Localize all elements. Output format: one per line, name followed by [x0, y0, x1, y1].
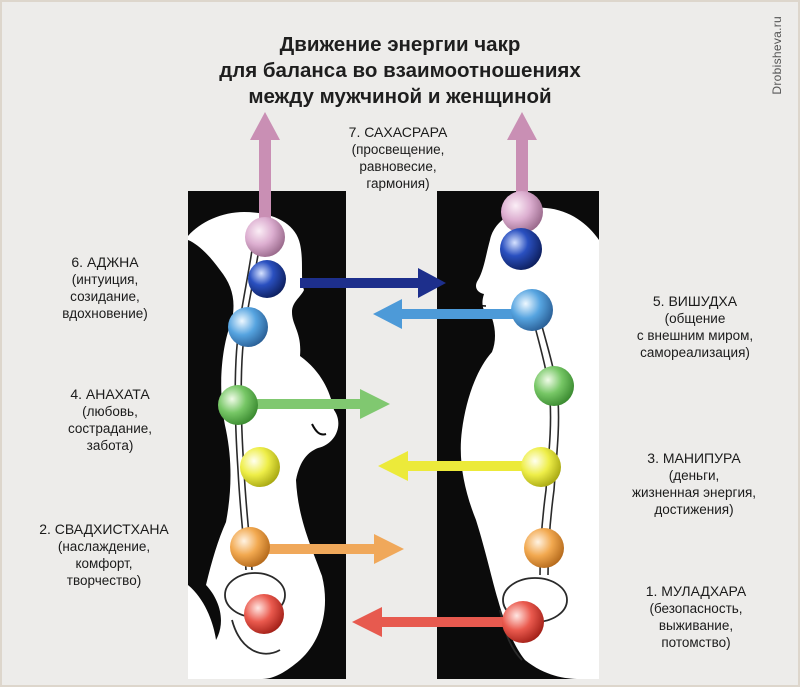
ajna-desc-2: созидание,: [70, 289, 140, 304]
muladhara-label: 1. МУЛАДХАРА (безопасность, выживание, п…: [612, 583, 780, 651]
svadhisthana-arrow: [250, 534, 404, 564]
vishuddha-name: 5. ВИШУДХА: [652, 293, 738, 309]
muladhara-desc-2: выживание,: [658, 618, 734, 633]
ajna-desc-3: вдохновение): [62, 306, 148, 321]
muladhara-desc-1: (безопасность,: [649, 601, 743, 616]
svadhisthana-desc-2: комфорт,: [75, 556, 133, 571]
manipura-desc-1: (деньги,: [668, 468, 720, 483]
sahasrara-desc-3: гармония): [366, 176, 430, 191]
muladhara-name: 1. МУЛАДХАРА: [645, 583, 747, 599]
anahata-desc-3: забота): [86, 438, 134, 453]
title-line-1: Движение энергии чакр: [279, 33, 521, 56]
manipura-label: 3. МАНИПУРА (деньги, жизненная энергия, …: [608, 450, 780, 518]
man-sahasrara-ball: [501, 191, 543, 233]
man-muladhara-ball: [502, 601, 544, 643]
sahasrara-arrow-left: [250, 112, 280, 225]
woman-muladhara-ball: [244, 594, 284, 634]
woman-ajna-ball: [248, 260, 286, 298]
vishuddha-desc-1: (общение: [664, 311, 726, 326]
svadhisthana-label: 2. СВАДХИСТХАНА (наслаждение, комфорт, т…: [18, 521, 190, 589]
man-ajna-ball: [500, 228, 542, 270]
anahata-desc-1: (любовь,: [82, 404, 138, 419]
man-anahata-ball: [534, 366, 574, 406]
diagram-title: Движение энергии чакр для баланса во вза…: [170, 32, 630, 110]
manipura-arrow: [378, 451, 536, 481]
svadhisthana-desc-3: творчество): [66, 573, 142, 588]
woman-navel-line: [311, 423, 327, 436]
vishuddha-desc-3: самореализация): [640, 345, 750, 360]
man-manipura-ball: [521, 447, 561, 487]
woman-svadhisthana-ball: [230, 527, 270, 567]
ajna-name: 6. АДЖНА: [71, 254, 139, 270]
sahasrara-desc-2: равновесие,: [359, 159, 437, 174]
svadhisthana-desc-1: (наслаждение,: [57, 539, 151, 554]
ajna-arrow: [300, 268, 446, 298]
vishuddha-arrow: [373, 299, 524, 329]
manipura-desc-3: достижения): [654, 502, 734, 517]
woman-sahasrara-ball: [245, 217, 285, 257]
vishuddha-desc-2: с внешним миром,: [636, 328, 754, 343]
sahasrara-name: 7. САХАСРАРА: [348, 124, 448, 140]
sahasrara-label: 7. САХАСРАРА (просвещение, равновесие, г…: [318, 124, 478, 192]
man-svadhisthana-ball: [524, 528, 564, 568]
manipura-name: 3. МАНИПУРА: [647, 450, 741, 466]
man-mouth-line: [469, 299, 487, 307]
title-line-3: между мужчиной и женщиной: [248, 85, 552, 108]
ajna-desc-1: (интуиция,: [71, 272, 139, 287]
anahata-desc-2: сострадание,: [68, 421, 152, 436]
woman-silhouette: [188, 212, 339, 679]
woman-anahata-ball: [218, 385, 258, 425]
muladhara-desc-3: потомство): [661, 635, 731, 650]
woman-manipura-ball: [240, 447, 280, 487]
sahasrara-desc-1: (просвещение,: [351, 142, 445, 157]
vishuddha-label: 5. ВИШУДХА (общение с внешним миром, сам…: [610, 293, 780, 361]
title-line-2: для баланса во взаимоотношениях: [219, 59, 581, 82]
muladhara-arrow: [352, 607, 520, 637]
svadhisthana-name: 2. СВАДХИСТХАНА: [39, 521, 169, 537]
anahata-name: 4. АНАХАТА: [70, 386, 150, 402]
manipura-desc-2: жизненная энергия,: [631, 485, 757, 500]
anahata-label: 4. АНАХАТА (любовь, сострадание, забота): [40, 386, 180, 454]
woman-vishuddha-ball: [228, 307, 268, 347]
anahata-arrow: [246, 389, 390, 419]
man-vishuddha-ball: [511, 289, 553, 331]
ajna-label: 6. АДЖНА (интуиция, созидание, вдохновен…: [30, 254, 180, 322]
man-silhouette: [460, 207, 599, 679]
